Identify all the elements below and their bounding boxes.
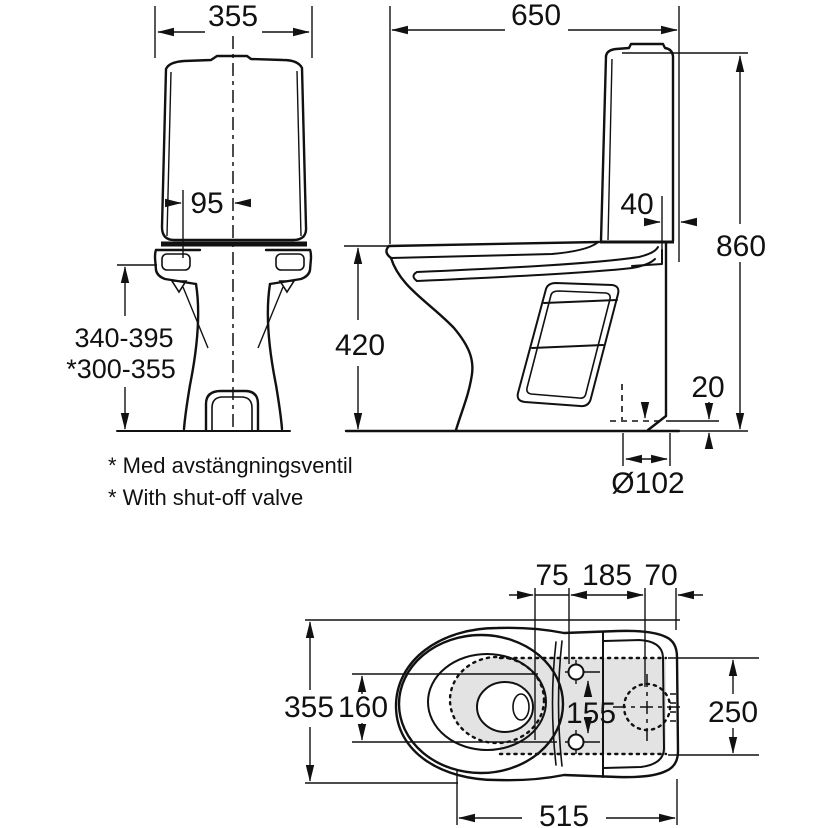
bowl-front-profile <box>389 256 474 432</box>
dim-depth: 650 <box>511 0 561 32</box>
pedestal-back <box>646 240 668 432</box>
water-surface <box>476 681 534 733</box>
trap-arch-outer <box>204 389 260 432</box>
dim-seat-to-bolt: 75 <box>535 559 568 592</box>
rim-top <box>387 240 601 248</box>
inlet-recess-right <box>275 253 305 271</box>
side-view: 650 40 860 <box>335 0 766 500</box>
seat-tip <box>412 271 418 282</box>
rim-underside <box>390 242 598 259</box>
flush-channel-inner <box>526 290 611 399</box>
dim-bolt-to-outlet: 185 <box>582 559 632 592</box>
seat-inner-ring <box>427 653 547 751</box>
dim-outlet-to-back: 70 <box>644 559 677 592</box>
flush-channel-divider <box>531 344 604 349</box>
cistern-outline <box>160 54 308 242</box>
tank-lid-inner <box>603 639 665 769</box>
base-left-side <box>182 282 200 431</box>
cistern-contour <box>296 70 302 237</box>
trap-arch-inner <box>211 396 253 431</box>
cistern-side-front <box>599 54 608 243</box>
seat-outer-ring <box>397 633 565 775</box>
seat-hinge-line <box>551 641 557 766</box>
dim-install-height: 340-395 <box>74 323 173 353</box>
base-left-ear <box>153 248 202 286</box>
rim-nose <box>385 244 393 260</box>
footnote-swedish: * Med avstängningsventil <box>108 453 353 478</box>
bowl-curve-line <box>182 286 209 349</box>
dim-front-width: 355 <box>208 0 258 33</box>
seat-hinge-line <box>557 640 563 767</box>
dim-outlet-clearance: 20 <box>691 371 724 404</box>
outlet-center-line <box>613 674 682 741</box>
dim-rear-gap: 40 <box>620 188 653 221</box>
bowl-hidden-edge <box>448 655 546 745</box>
dim-outlet-diameter: Ø102 <box>611 467 684 500</box>
dim-install-height-alt: *300-355 <box>66 354 176 384</box>
dim-total-height: 860 <box>716 230 766 263</box>
base-right-ear <box>264 248 313 286</box>
base-right-side <box>266 282 284 431</box>
dim-top-bowl-width: 160 <box>338 691 388 724</box>
top-view: 75 185 70 355 160 155 250 515 <box>284 559 759 828</box>
dim-inlet-offset: 95 <box>190 187 223 220</box>
seat-bottom <box>416 258 656 282</box>
fixing-bolt-bottom <box>567 733 585 751</box>
body-outline-top <box>394 626 680 782</box>
tank-back-ribs <box>670 693 676 722</box>
flush-channel-divider <box>543 299 618 304</box>
front-view: 355 95 340-395 *300-355 * Med avst <box>66 0 352 510</box>
dim-top-width: 355 <box>284 691 334 724</box>
dim-bolt-spacing: 155 <box>566 697 616 730</box>
inlet-boss-right <box>278 280 296 294</box>
inlet-boss-left <box>170 280 188 294</box>
cistern-contour <box>166 71 172 237</box>
bowl-curve-line <box>257 286 284 349</box>
water-highlight <box>512 693 530 721</box>
dim-footprint-length: 515 <box>539 800 589 828</box>
footnote-english: * With shut-off valve <box>108 485 303 510</box>
dim-rear-width: 250 <box>708 696 758 729</box>
dim-bowl-height: 420 <box>335 329 385 362</box>
flush-channel-outer <box>516 282 620 408</box>
seat-top <box>416 246 659 273</box>
fixing-bolt-top <box>567 663 585 681</box>
inlet-recess-left <box>161 253 191 271</box>
cistern-side-contour <box>607 58 613 241</box>
